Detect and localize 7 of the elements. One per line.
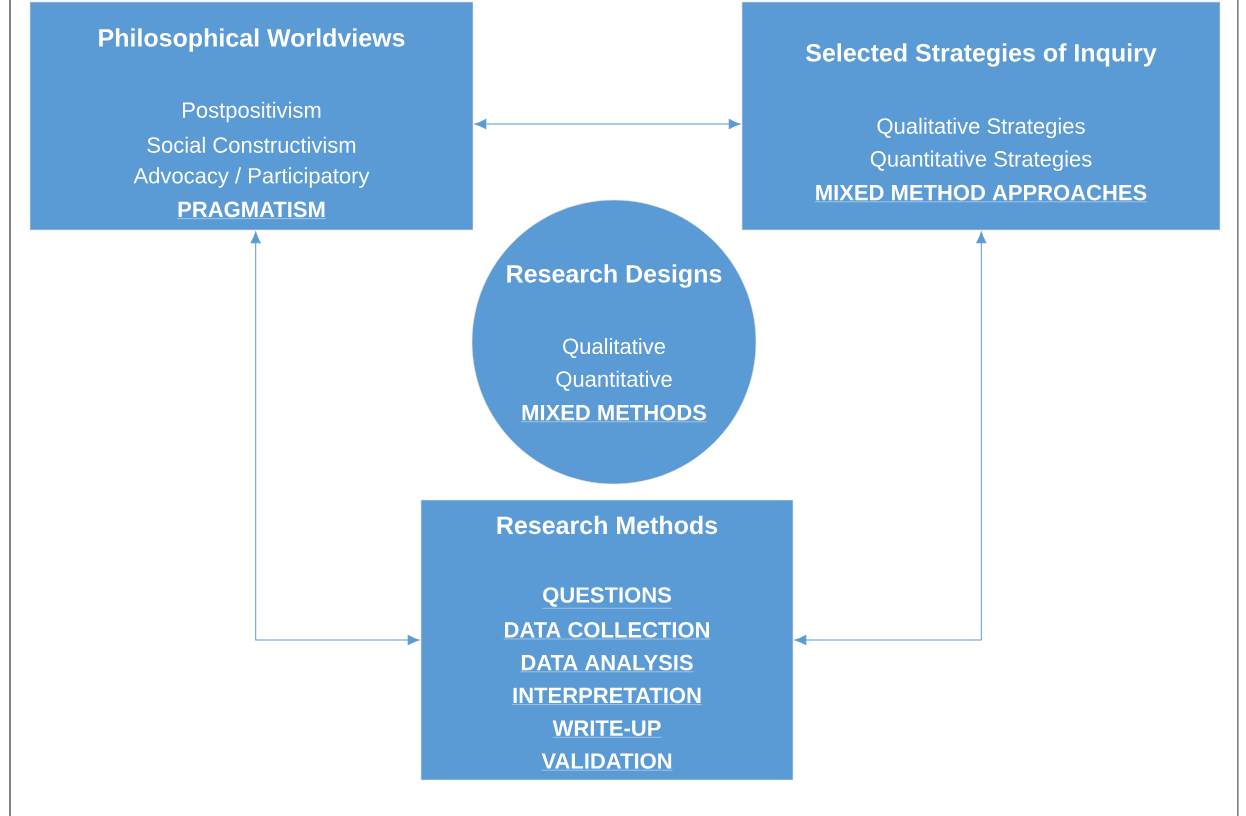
process-box: Research Methods QUESTIONS DATA COLLECTION DATA ANALYSIS INTERPRETATION WRITE-UP VALIDATION: [420, 499, 794, 781]
process-box: Selected Strategies of Inquiry Qualitative Strategies Quantitative Strategies MIXED METHOD APPROACHES: [741, 1, 1221, 231]
arrow: [250, 231, 420, 646]
arrow: [474, 118, 741, 130]
arrow: [794, 231, 987, 646]
circle-node: Research Designs Qualitative Quantitative MIXED METHODS: [471, 199, 757, 485]
process-box: Philosophical Worldviews Postpositivism Social Constructivism Advocacy / Participatory PRAGMATISM: [29, 1, 474, 231]
